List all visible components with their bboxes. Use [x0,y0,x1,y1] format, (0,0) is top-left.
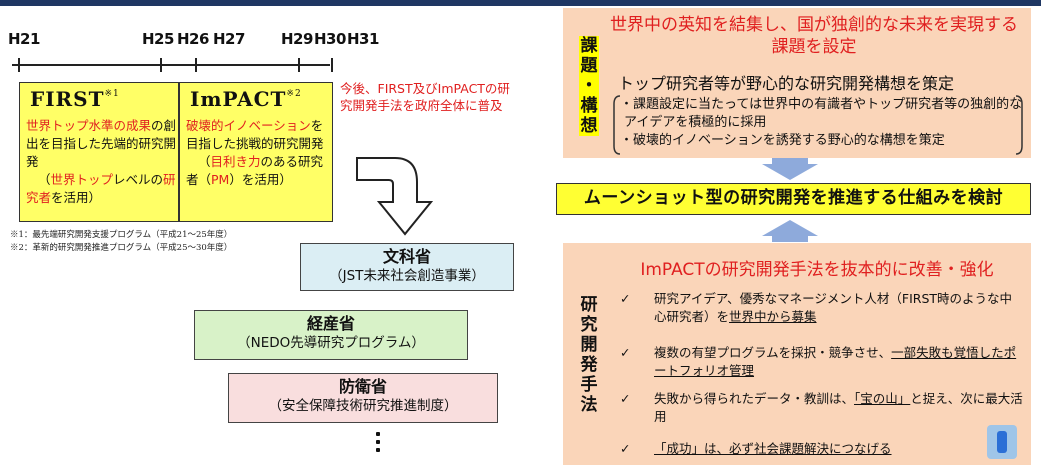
ministry-program: （安全保障技術研究推進制度） [268,398,458,414]
impact-title: ImPACT※2 [190,87,302,111]
check-icon: ✓ [620,345,631,360]
check-icon: ✓ [620,291,631,306]
list-item: ・破壊的イノベーションを誘発する野心的な構想を策定 [620,133,945,148]
bracket-frame [613,95,1023,155]
future-spread-note: 今後、FIRST及びImPACTの研究開発手法を政府全体に普及 [340,81,510,113]
timeline-tick [195,58,197,72]
timeline-tick [298,58,300,72]
down-arrow-icon [762,158,818,180]
more-indicator [376,432,382,456]
method-red-title: ImPACTの研究開発手法を抜本的に改善・強化 [640,260,994,280]
timeline-tick [160,58,162,72]
timeline-label: H21 [8,30,40,48]
moonshot-banner: ムーンショット型の研究開発を推進する仕組みを検討 [556,183,1031,215]
footnote: ※2：革新的研究開発推進プログラム（平成25～30年度） [10,243,233,253]
ministry-box-mod: 防衛省 （安全保障技術研究推進制度） [228,373,498,423]
check-icon: ✓ [620,391,631,406]
top-bar [0,0,1041,6]
check-icon: ✓ [620,441,631,456]
ministry-box-mext: 文科省 （JST未来社会創造事業） [300,243,514,291]
timeline-tick [331,58,333,72]
first-title: FIRST※1 [30,87,120,111]
theme-red-title: 世界中の英知を結集し、国が独創的な未来を実現する課題を設定 [610,15,1018,57]
research-method-panel [563,243,1031,465]
timeline-axis [12,64,330,66]
ministry-name: 防衛省 [338,377,387,396]
timeline-label: H30 [314,30,346,48]
timeline-label: H29 [281,30,313,48]
up-arrow-icon [762,220,818,242]
timeline-label: H25 [142,30,174,48]
ministry-program: （NEDO先導研究プログラム） [237,335,425,351]
first-program-box: FIRST※1 世界トップ水準の成果の創出を目指した先端的研究開発 （世界トップ… [19,82,179,222]
ministry-name: 経産省 [306,314,355,333]
first-description: 世界トップ水準の成果の創出を目指した先端的研究開発 （世界トップレベルの研究者を… [26,118,177,205]
ministry-box-meti: 経産省 （NEDO先導研究プログラム） [194,310,468,360]
timeline-tick [18,58,20,72]
timeline-label: H31 [347,30,379,48]
theme-subtitle: トップ研究者等が野心的な研究開発構想を策定 [618,74,955,93]
curved-arrow-icon [356,157,434,236]
timeline-label: H27 [213,30,245,48]
impact-description: 破壊的イノベーションを目指した挑戦的研究開発 （目利き力のある研究者（PM）を活… [186,118,324,187]
nav-icon [997,431,1007,453]
ministry-program: （JST未来社会創造事業） [329,268,485,284]
timeline-label: H26 [177,30,209,48]
theme-vision-label: 課題・構想 [579,36,599,136]
theme-bullets: ・課題設定に当たっては世界中の有識者やトップ研究者等の独創的なアイデアを積極的に… [620,96,1030,150]
theme-vision-panel [563,8,1031,158]
research-method-label: 研究開発手法 [580,295,598,415]
ministry-name: 文科省 [382,247,431,266]
impact-program-box: ImPACT※2 破壊的イノベーションを目指した挑戦的研究開発 （目利き力のある… [179,82,333,222]
slide-nav-button[interactable] [987,425,1017,459]
footnote: ※1：最先端研究開発支援プログラム（平成21～25年度） [10,230,233,240]
list-item: ・課題設定に当たっては世界中の有識者やトップ研究者等の独創的なアイデアを積極的に… [620,97,1023,130]
